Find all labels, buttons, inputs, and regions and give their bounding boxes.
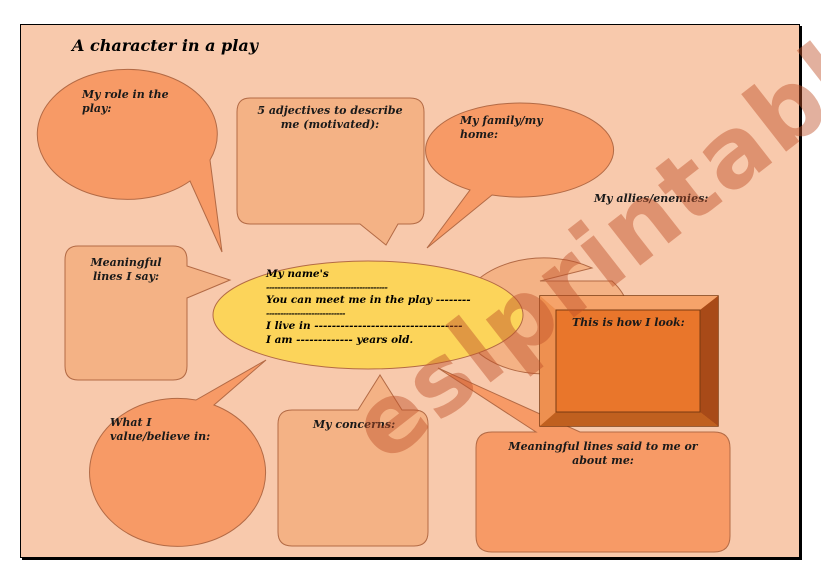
name-blank: ----------------------------------------…	[266, 282, 388, 292]
play-blank: ----------------------------	[266, 308, 345, 318]
play-line: You can meet me in the play --------	[266, 294, 471, 306]
look-label: This is how I look:	[572, 316, 685, 329]
family-label: My family/my home:	[460, 114, 543, 141]
values-label: What I value/believe in:	[110, 416, 211, 443]
live-line: I live in ------------------------------…	[266, 320, 463, 332]
name-line: My name's	[266, 268, 329, 280]
allies-label: My allies/enemies:	[594, 192, 709, 205]
page-title: A character in a play	[72, 36, 258, 55]
adjectives-label: 5 adjectives to describe me (motivated):	[257, 104, 403, 131]
lines-to-me-label: Meaningful lines said to me or about me:	[508, 440, 698, 467]
role-bubble	[36, 68, 223, 253]
age-line: I am ------------- years old.	[266, 334, 414, 346]
concerns-label: My concerns:	[313, 418, 396, 431]
adjectives-bubble	[236, 97, 425, 246]
lines-i-say-bubble	[64, 245, 232, 381]
role-label: My role in the play:	[82, 88, 169, 115]
look-frame	[539, 295, 719, 427]
concerns-bubble	[277, 374, 429, 547]
name-card-ellipse	[212, 260, 524, 370]
family-bubble	[425, 102, 615, 249]
lines-i-say-label: Meaningful lines I say:	[90, 256, 162, 283]
values-bubble	[89, 359, 267, 547]
lines-to-me-bubble	[437, 367, 731, 553]
